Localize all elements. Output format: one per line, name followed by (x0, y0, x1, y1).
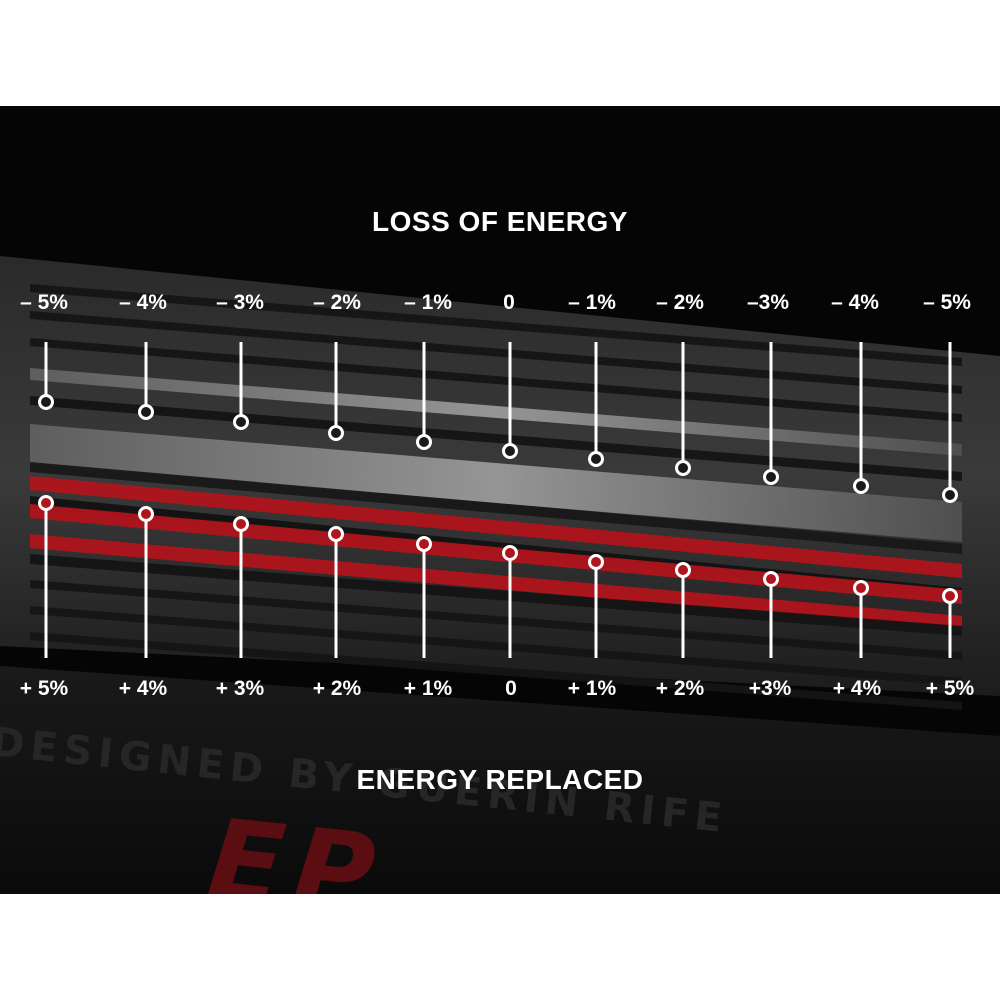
face-groove (30, 311, 962, 394)
replaced-label: + 4% (118, 677, 168, 700)
loss-pin-head (853, 478, 869, 494)
putter-face-diagram: DESIGNED BY GUERIN RIFE EP LOSS OF ENERG… (0, 106, 1000, 894)
loss-pin-head (588, 451, 604, 467)
replaced-pin-head (675, 562, 691, 578)
replaced-pin-head (416, 536, 432, 552)
loss-pin-head (138, 404, 154, 420)
loss-label: 0 (503, 291, 515, 314)
face-groove (30, 504, 962, 604)
replaced-pin-head (138, 506, 154, 522)
face-groove (30, 424, 962, 542)
replaced-label: + 5% (925, 677, 975, 700)
loss-label: – 5% (923, 291, 971, 314)
loss-label: – 1% (404, 291, 452, 314)
replaced-label: 0 (505, 677, 517, 700)
replaced-label: + 2% (655, 677, 705, 700)
replaced-pin-head (328, 526, 344, 542)
loss-pin-head (502, 443, 518, 459)
replaced-label: +3% (748, 677, 792, 700)
replaced-pin-head (233, 516, 249, 532)
loss-label: – 4% (831, 291, 879, 314)
loss-pin-head (763, 469, 779, 485)
face-groove (30, 396, 962, 481)
loss-pin-head (38, 394, 54, 410)
face-groove (30, 462, 962, 554)
face-groove (30, 476, 962, 578)
loss-label: – 2% (656, 291, 704, 314)
face-grooves (30, 284, 962, 710)
face-groove (30, 284, 962, 366)
replaced-pin-head (763, 571, 779, 587)
putter-sole (0, 666, 1000, 894)
replaced-pin-head (588, 554, 604, 570)
face-groove (30, 368, 962, 456)
face-groove (30, 554, 962, 636)
loss-label: –3% (746, 291, 790, 314)
replaced-label: + 4% (832, 677, 882, 700)
replaced-label: + 5% (19, 677, 69, 700)
loss-label: – 2% (313, 291, 361, 314)
loss-pin-head (233, 414, 249, 430)
loss-of-energy-title: LOSS OF ENERGY (372, 206, 628, 237)
replaced-label: + 1% (567, 677, 617, 700)
replaced-pin-head (853, 580, 869, 596)
loss-pin-head (675, 460, 691, 476)
loss-label: – 1% (568, 291, 616, 314)
loss-label: – 3% (216, 291, 264, 314)
loss-label: – 5% (20, 291, 68, 314)
replaced-label: + 2% (312, 677, 362, 700)
replaced-label: + 1% (403, 677, 453, 700)
loss-pin-head (416, 434, 432, 450)
loss-label: – 4% (119, 291, 167, 314)
energy-replaced-title: ENERGY REPLACED (356, 764, 644, 795)
face-groove (30, 338, 962, 422)
face-groove (30, 534, 962, 630)
face-groove (30, 606, 962, 686)
replaced-pin-head (942, 588, 958, 604)
loss-pin-head (328, 425, 344, 441)
face-groove (30, 580, 962, 660)
face-groove (30, 632, 962, 710)
engraving-logo: EP (202, 795, 390, 894)
loss-pin-head (942, 487, 958, 503)
energy-markers (38, 342, 958, 658)
replaced-label: + 3% (215, 677, 265, 700)
replaced-pin-head (38, 495, 54, 511)
replaced-pin-head (502, 545, 518, 561)
putter-face-graphic: DESIGNED BY GUERIN RIFE EP (0, 256, 1000, 894)
